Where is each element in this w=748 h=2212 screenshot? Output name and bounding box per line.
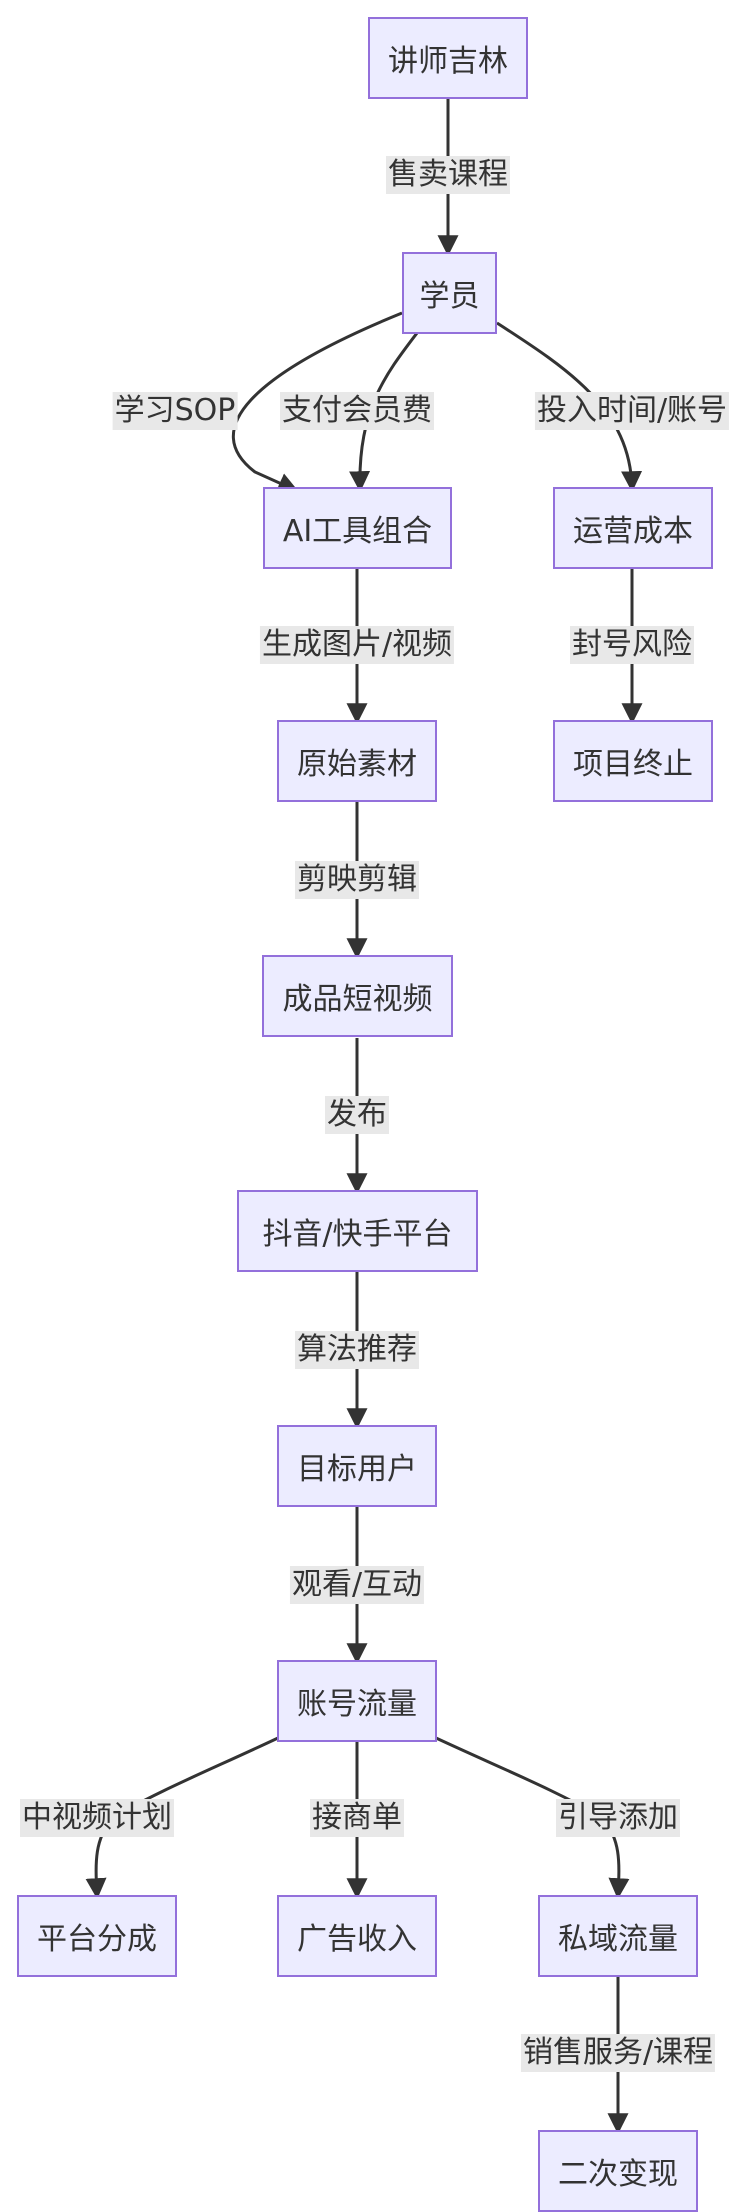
- edge-label-publish: 发布: [325, 1096, 389, 1134]
- node-platform: 抖音/快手平台: [237, 1190, 478, 1272]
- edge-label-pay-fee: 支付会员费: [280, 392, 434, 430]
- node-student: 学员: [402, 252, 497, 334]
- node-private-traffic: 私域流量: [538, 1895, 698, 1977]
- edge-label-capcut-edit: 剪映剪辑: [295, 861, 419, 899]
- edge-label-mid-video-plan: 中视频计划: [20, 1799, 174, 1837]
- node-platform-share: 平台分成: [17, 1895, 177, 1977]
- node-account-traffic: 账号流量: [277, 1660, 437, 1742]
- node-ad-income: 广告收入: [277, 1895, 437, 1977]
- node-project-end: 项目终止: [553, 720, 713, 802]
- edge-label-invest-time: 投入时间/账号: [534, 392, 730, 430]
- edge-label-learn-sop: 学习SOP: [112, 392, 238, 430]
- node-raw-material: 原始素材: [277, 720, 437, 802]
- edge-label-sell-service: 销售服务/课程: [520, 2034, 716, 2072]
- edge-label-sell-course: 售卖课程: [386, 156, 510, 194]
- edge-label-ban-risk: 封号风险: [570, 626, 694, 664]
- node-ai-tools: AI工具组合: [263, 487, 452, 569]
- node-second-monetize: 二次变现: [538, 2130, 698, 2212]
- edge-label-watch-interact: 观看/互动: [289, 1566, 425, 1604]
- node-op-cost: 运营成本: [553, 487, 713, 569]
- node-short-video: 成品短视频: [262, 955, 453, 1037]
- edge-label-take-orders: 接商单: [310, 1799, 404, 1837]
- node-teacher: 讲师吉林: [368, 17, 528, 99]
- edge-label-algo-recommend: 算法推荐: [295, 1331, 419, 1369]
- edge-student-ai-learn: [231, 311, 403, 493]
- edge-label-gen-media: 生成图片/视频: [259, 626, 455, 664]
- node-target-users: 目标用户: [277, 1425, 437, 1507]
- edge-label-guide-add: 引导添加: [556, 1799, 680, 1837]
